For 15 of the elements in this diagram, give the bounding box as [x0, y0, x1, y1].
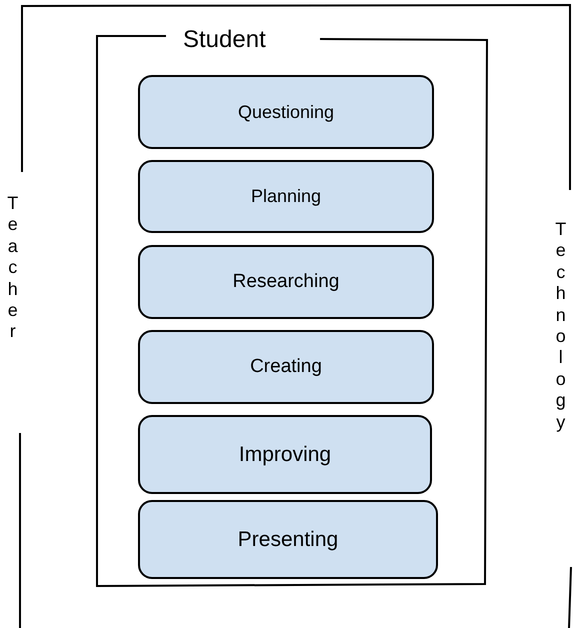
- step-box: [138, 330, 434, 404]
- step-label: Planning: [250, 186, 322, 207]
- step-label: Improving: [238, 442, 332, 466]
- step-label: Questioning: [238, 102, 334, 122]
- step-box: [138, 160, 434, 233]
- step-box: [138, 245, 434, 319]
- step-label: Researching: [232, 271, 340, 293]
- step-label: Creating: [250, 356, 322, 378]
- step-box: [138, 500, 438, 579]
- step-box: [138, 75, 434, 149]
- vertical-label: Technology: [554, 219, 568, 434]
- vertical-label: Teacher: [6, 193, 20, 343]
- step-box: [138, 415, 432, 494]
- step-label: Presenting: [238, 528, 338, 552]
- frame-title: Student: [183, 26, 266, 54]
